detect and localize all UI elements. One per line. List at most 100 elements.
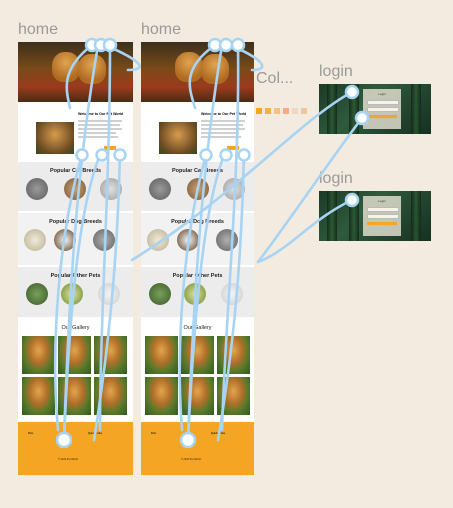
password-field[interactable] — [367, 107, 399, 112]
pet-image[interactable] — [61, 283, 83, 305]
about-dog-image — [159, 122, 197, 154]
login-card: Login — [363, 196, 401, 236]
frame-label-login-1[interactable]: login — [319, 63, 353, 80]
about-dog-image — [36, 122, 74, 154]
connection-wire — [220, 43, 240, 432]
gallery-image[interactable] — [22, 377, 55, 415]
footer-copyright: © 2024 Pet World — [181, 458, 201, 461]
connection-node — [237, 148, 251, 162]
frame-label-home-2[interactable]: home — [141, 21, 182, 38]
about-section: Welcome to Our Pet World — [18, 102, 133, 160]
forest-tree — [411, 84, 421, 134]
dog-image[interactable] — [24, 229, 46, 251]
username-field[interactable] — [367, 207, 399, 212]
connection-wire — [62, 148, 104, 442]
gallery-image[interactable] — [94, 336, 127, 374]
section-title: Popular Cat Breeds — [49, 168, 102, 174]
cat-breeds-section: Popular Cat Breeds — [18, 162, 133, 211]
connection-node — [354, 110, 370, 126]
connection-wire — [65, 43, 94, 110]
connection-wire — [188, 43, 217, 110]
connection-node — [113, 148, 127, 162]
pet-image[interactable] — [26, 283, 48, 305]
home-frame-1[interactable]: Welcome to Our Pet World Popular Cat Bre… — [18, 42, 133, 475]
gallery-title: Our Gallery — [61, 325, 90, 331]
color-swatch[interactable] — [283, 108, 289, 114]
gallery-image[interactable] — [58, 377, 91, 415]
connection-wire — [98, 43, 112, 432]
gallery-image[interactable] — [145, 377, 178, 415]
forest-tree — [327, 84, 337, 134]
about-read-more-button[interactable] — [104, 146, 116, 150]
login-frame-2[interactable]: Login — [319, 191, 431, 241]
login-card: Login — [363, 89, 401, 129]
about-heading: Welcome to Our Pet World — [201, 112, 247, 116]
about-section: Welcome to Our Pet World — [141, 102, 254, 160]
gallery-image[interactable] — [181, 336, 214, 374]
forest-tree — [349, 191, 359, 241]
frame-label-login-2[interactable]: login — [319, 170, 353, 187]
about-read-more-button[interactable] — [227, 146, 239, 150]
connection-wire — [178, 153, 208, 432]
connection-node — [230, 37, 246, 53]
about-heading: Welcome to Our Pet World — [78, 112, 124, 116]
frame-label-home-1[interactable]: home — [18, 21, 59, 38]
about-text-line — [201, 124, 243, 126]
username-field[interactable] — [367, 100, 399, 105]
cat-image[interactable] — [26, 178, 48, 200]
dog-photo — [175, 52, 203, 82]
gallery-image[interactable] — [145, 336, 178, 374]
login-button[interactable] — [367, 222, 397, 225]
hero-image — [141, 42, 254, 102]
color-swatch[interactable] — [265, 108, 271, 114]
forest-tree — [411, 191, 421, 241]
connection-wire — [186, 148, 228, 442]
connection-node — [179, 431, 197, 449]
password-field[interactable] — [367, 214, 399, 219]
color-swatch[interactable] — [301, 108, 307, 114]
footer: Pets Quick Links © 2024 Pet World — [18, 422, 133, 475]
gallery-image[interactable] — [181, 377, 214, 415]
section-title: Popular Cat Breeds — [171, 168, 224, 174]
gallery-image[interactable] — [58, 336, 91, 374]
connection-wire — [256, 116, 364, 264]
footer-brand: Pets — [28, 432, 34, 435]
dog-photo — [52, 52, 80, 82]
about-text-line — [78, 124, 120, 126]
gallery-image[interactable] — [217, 336, 250, 374]
connection-node — [344, 192, 360, 208]
connection-node — [199, 148, 213, 162]
connection-node — [55, 431, 73, 449]
color-swatch[interactable] — [274, 108, 280, 114]
frame-label-colors[interactable]: Col... — [256, 70, 294, 87]
gallery-image[interactable] — [22, 336, 55, 374]
login-button[interactable] — [367, 115, 397, 118]
about-text-line — [78, 120, 122, 122]
connection-wire — [53, 153, 84, 432]
color-swatch[interactable] — [292, 108, 298, 114]
gallery-title: Our Gallery — [183, 325, 212, 331]
forest-tree — [349, 84, 359, 134]
footer: Pets Quick Links © 2024 Pet World — [141, 422, 254, 475]
section-title: Popular Dog Breeds — [171, 219, 224, 225]
forest-tree — [327, 191, 337, 241]
connection-node — [219, 148, 233, 162]
footer-brand: Pets — [151, 432, 157, 435]
dog-photo — [201, 54, 229, 84]
login-title: Login — [378, 199, 386, 203]
about-text-line — [78, 136, 118, 138]
cat-image[interactable] — [100, 178, 122, 200]
footer-copyright: © 2024 Pet World — [58, 458, 78, 461]
cat-image[interactable] — [149, 178, 171, 200]
connection-wire — [216, 148, 246, 442]
pet-image[interactable] — [149, 283, 171, 305]
home-frame-2[interactable]: Welcome to Our Pet World Popular Cat Bre… — [141, 42, 254, 475]
connection-wire — [256, 198, 354, 264]
connection-node — [75, 148, 89, 162]
connection-node — [344, 84, 360, 100]
color-swatch[interactable] — [256, 108, 262, 114]
connection-wire — [92, 148, 122, 442]
login-frame-1[interactable]: Login — [319, 84, 431, 134]
connection-node — [95, 148, 109, 162]
